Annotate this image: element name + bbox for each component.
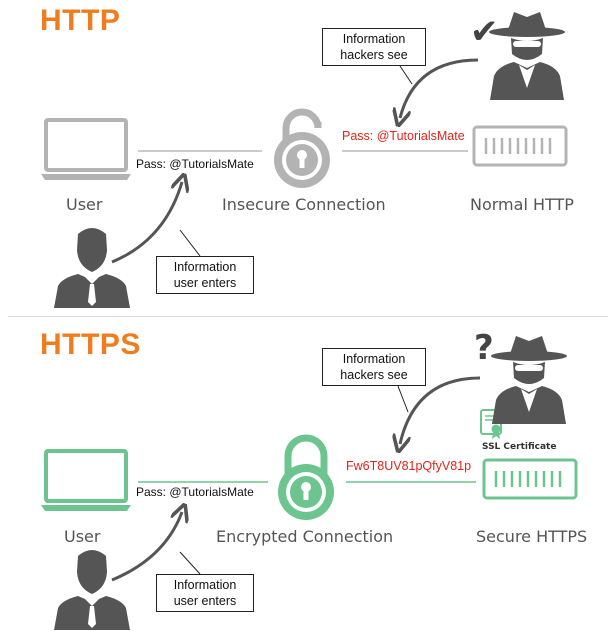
http-heading: HTTP xyxy=(40,4,121,37)
callout-line: Information xyxy=(173,578,237,592)
server-icon xyxy=(482,458,578,500)
panel-divider xyxy=(8,316,608,317)
http-hackers-callout: Information hackers see xyxy=(322,28,426,66)
http-connection-label: Insecure Connection xyxy=(222,195,386,214)
http-password-seen: Pass: @TutorialsMate xyxy=(342,129,465,143)
https-heading: HTTPS xyxy=(40,328,141,361)
http-user-label: User xyxy=(66,195,103,214)
callout-line: Information xyxy=(342,32,406,46)
http-connection-line xyxy=(138,150,468,152)
https-user-callout: Information user enters xyxy=(156,574,254,612)
server-icon xyxy=(472,125,568,167)
laptop-icon xyxy=(41,118,131,180)
https-connection-label: Encrypted Connection xyxy=(216,527,394,546)
callout-line: Information xyxy=(173,260,237,274)
question-mark-icon: ? xyxy=(474,328,494,368)
laptop-icon xyxy=(41,449,131,511)
closed-padlock-icon xyxy=(278,434,334,520)
ssl-certificate-label: SSL Certificate xyxy=(482,442,557,452)
https-hackers-callout: Information hackers see xyxy=(322,348,426,386)
callout-line: hackers see xyxy=(340,48,408,62)
https-server-label: Secure HTTPS xyxy=(476,527,588,546)
callout-line: user enters xyxy=(173,594,237,608)
https-user-label: User xyxy=(64,527,101,546)
callout-line: user enters xyxy=(173,276,237,290)
https-password-seen: Fw6T8UV81pQfyV81p xyxy=(346,459,472,473)
open-padlock-icon xyxy=(274,108,330,188)
callout-line: Information xyxy=(342,352,406,366)
hacker-icon xyxy=(491,336,567,424)
person-icon xyxy=(54,550,130,630)
https-panel: HTTPS SSL Certificate xyxy=(0,318,616,634)
https-connection-line xyxy=(138,481,476,483)
http-password-entered: Pass: @TutorialsMate xyxy=(136,157,254,171)
http-panel: HTTP User Insecure Connection Normal HTT… xyxy=(0,0,616,316)
callout-line: hackers see xyxy=(340,368,408,382)
https-arrows xyxy=(111,376,481,582)
http-user-callout: Information user enters xyxy=(156,256,254,294)
https-password-entered: Pass: @TutorialsMate xyxy=(136,485,254,499)
http-arrows xyxy=(111,58,479,264)
http-server-label: Normal HTTP xyxy=(470,195,574,214)
person-icon xyxy=(54,228,130,308)
hacker-icon xyxy=(489,12,565,100)
